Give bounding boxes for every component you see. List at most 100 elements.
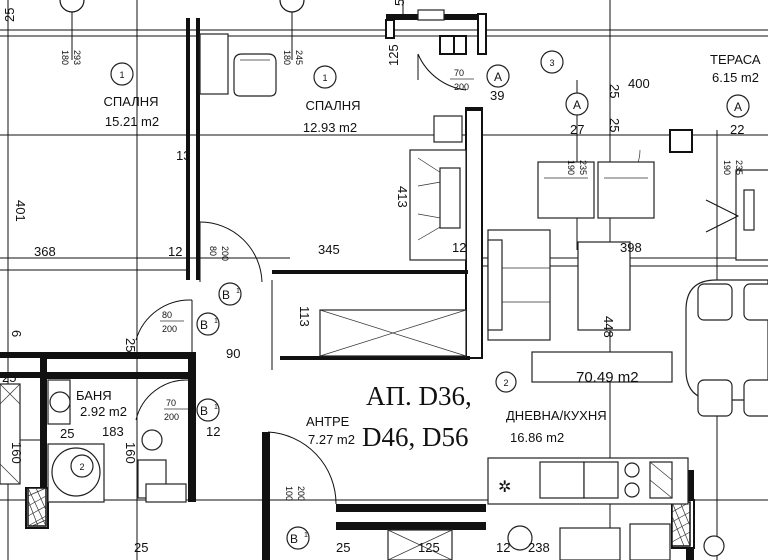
svg-text:25: 25	[60, 426, 74, 441]
door-marker-3: B 1	[196, 398, 220, 422]
window-marker-a2: 2	[495, 371, 517, 393]
svg-text:401: 401	[13, 200, 28, 222]
svg-text:27: 27	[570, 122, 584, 137]
svg-text:400: 400	[628, 76, 650, 91]
svg-text:368: 368	[34, 244, 56, 259]
columns	[27, 487, 691, 547]
svg-text:25: 25	[123, 338, 138, 352]
svg-text:245: 245	[294, 50, 304, 65]
window-markers: A 39 A 27 A 22 2	[486, 64, 750, 393]
svg-text:183: 183	[102, 424, 124, 439]
svg-text:12: 12	[452, 240, 466, 255]
window-marker-a22: A 22	[726, 94, 750, 137]
svg-text:12: 12	[168, 244, 182, 259]
svg-text:25: 25	[2, 8, 17, 22]
svg-text:125: 125	[418, 540, 440, 555]
window-marker-a27: A 27	[565, 92, 589, 137]
svg-text:90: 90	[226, 346, 240, 361]
svg-text:1: 1	[214, 404, 218, 411]
svg-text:13: 13	[176, 148, 190, 163]
door-markers: B 1 B 1 B 1 B 1	[196, 282, 310, 550]
svg-text:200: 200	[454, 82, 469, 92]
svg-text:235: 235	[734, 160, 744, 175]
room-living-kitchen: ДНЕВНА/КУХНЯ 16.86 m2	[506, 408, 607, 445]
room-number-3: 3	[540, 50, 564, 74]
svg-text:160: 160	[9, 442, 24, 464]
svg-text:413: 413	[395, 186, 410, 208]
svg-text:70: 70	[454, 68, 464, 78]
furniture: ✲	[0, 9, 768, 560]
svg-text:1: 1	[322, 73, 327, 83]
svg-text:200: 200	[164, 412, 179, 422]
svg-text:238: 238	[528, 540, 550, 555]
svg-text:125: 125	[386, 44, 401, 66]
svg-text:2.92 m2: 2.92 m2	[80, 404, 127, 419]
door-marker-2: B 1	[196, 312, 220, 336]
svg-text:16.86 m2: 16.86 m2	[510, 430, 564, 445]
svg-text:70: 70	[166, 398, 176, 408]
svg-text:ТЕРАСА: ТЕРАСА	[710, 52, 761, 67]
svg-text:200: 200	[162, 324, 177, 334]
svg-text:A: A	[494, 70, 502, 84]
svg-text:2: 2	[79, 462, 84, 472]
window-marker-a39: A 39	[486, 64, 510, 103]
dimension-labels: 401 368 345 413 398 448 400 113 90 12 12…	[2, 0, 650, 555]
svg-text:200: 200	[220, 246, 230, 261]
svg-text:B: B	[222, 288, 230, 302]
svg-text:12: 12	[496, 540, 510, 555]
svg-text:1: 1	[214, 318, 218, 325]
svg-text:A: A	[573, 98, 581, 112]
axis-markers	[59, 0, 305, 60]
door-size-labels: 180 293 180 245 70 200 80 200 80 200 70 …	[60, 50, 744, 501]
room-bathroom: БАНЯ 2.92 m2	[76, 388, 127, 419]
svg-text:2: 2	[503, 378, 508, 388]
svg-text:12.93 m2: 12.93 m2	[303, 120, 357, 135]
svg-text:15.21 m2: 15.21 m2	[105, 114, 159, 129]
svg-text:398: 398	[620, 240, 642, 255]
apartment-title: АП. D36, D46, D56	[362, 381, 472, 452]
svg-text:25: 25	[607, 118, 622, 132]
svg-text:180: 180	[60, 50, 70, 65]
svg-text:БАНЯ: БАНЯ	[76, 388, 112, 403]
room-labels: 1 СПАЛНЯ 15.21 m2 1 СПАЛНЯ 12.93 m2 3 ТЕ…	[70, 50, 761, 478]
svg-text:293: 293	[72, 50, 82, 65]
svg-text:180: 180	[282, 50, 292, 65]
door-marker-1: B 1	[218, 282, 242, 306]
room-bedroom-1: 1 СПАЛНЯ 15.21 m2	[104, 62, 159, 129]
svg-text:3: 3	[549, 58, 554, 68]
svg-text:25: 25	[2, 370, 16, 385]
svg-text:1: 1	[236, 288, 240, 295]
room-bedroom-2: 1 СПАЛНЯ 12.93 m2	[303, 65, 361, 135]
svg-text:160: 160	[123, 442, 138, 464]
svg-text:100: 100	[284, 486, 294, 501]
svg-text:345: 345	[318, 242, 340, 257]
room-hallway: АНТРЕ 7.27 m2	[306, 414, 355, 447]
svg-text:B: B	[290, 532, 298, 546]
svg-text:25: 25	[336, 540, 350, 555]
fridge-icon: ✲	[498, 479, 511, 496]
svg-text:5: 5	[392, 0, 407, 6]
svg-text:ДНЕВНА/КУХНЯ: ДНЕВНА/КУХНЯ	[506, 408, 607, 423]
svg-text:448: 448	[601, 316, 616, 338]
svg-text:СПАЛНЯ: СПАЛНЯ	[306, 98, 361, 113]
door-marker-4: B 1	[286, 526, 310, 550]
room-number-2: 2	[70, 454, 94, 478]
svg-text:113: 113	[297, 306, 312, 327]
svg-text:22: 22	[730, 122, 744, 137]
svg-text:25: 25	[607, 84, 622, 98]
svg-text:80: 80	[208, 246, 218, 256]
svg-text:200: 200	[296, 486, 306, 501]
svg-text:12: 12	[206, 424, 220, 439]
svg-text:190: 190	[566, 160, 576, 175]
svg-text:190: 190	[722, 160, 732, 175]
svg-text:1: 1	[304, 532, 308, 539]
doors	[135, 53, 641, 505]
apartment-title-line1: АП. D36,	[366, 381, 472, 411]
svg-text:235: 235	[578, 160, 588, 175]
svg-text:АНТРЕ: АНТРЕ	[306, 414, 350, 429]
svg-text:6.15 m2: 6.15 m2	[712, 70, 759, 85]
svg-text:6: 6	[9, 330, 24, 337]
room-terrace: ТЕРАСА 6.15 m2	[710, 52, 761, 85]
svg-text:B: B	[200, 404, 208, 418]
